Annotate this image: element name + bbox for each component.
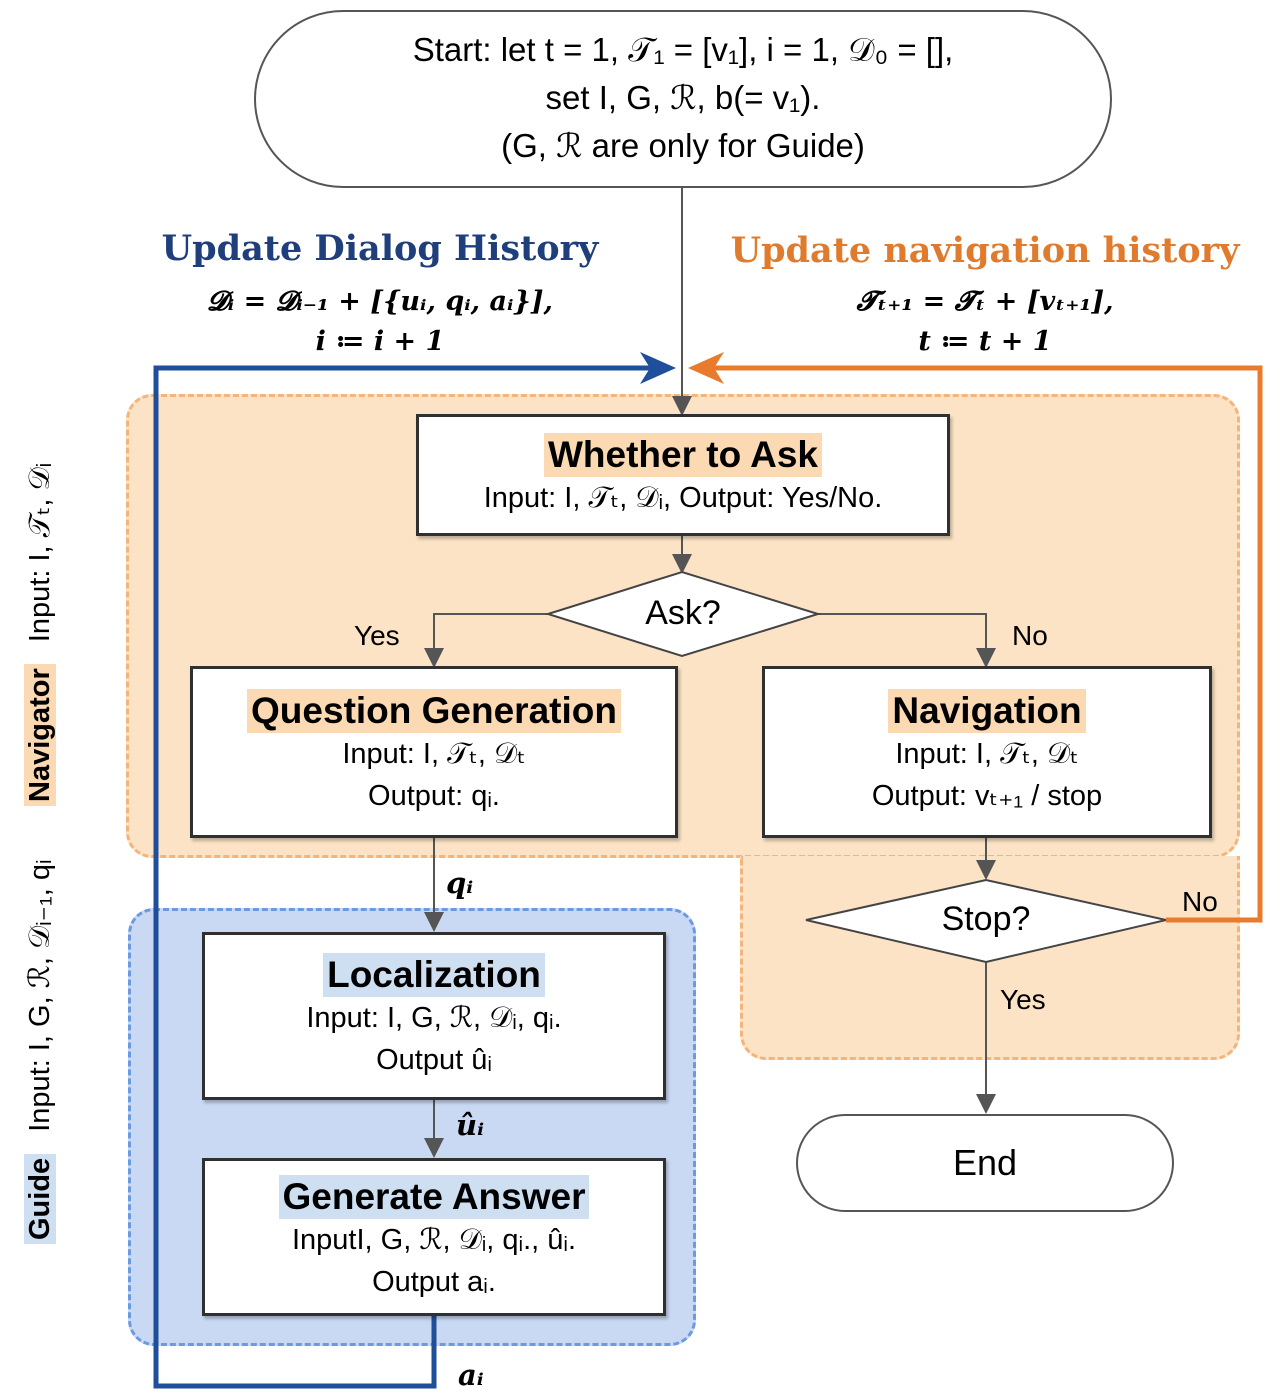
end-node: End: [796, 1114, 1174, 1212]
guide-side-input: Input: I, G, ℛ, 𝒟ᵢ₋₁, qᵢ: [24, 859, 56, 1132]
nav-update-title: Update navigation history: [730, 230, 1240, 271]
ask-label: Ask?: [645, 594, 721, 632]
navigation-box: Navigation Input: I, 𝒯ₜ, 𝒟ₜ Output: vₜ₊₁…: [762, 666, 1212, 838]
stop-yes-label: Yes: [1000, 984, 1046, 1015]
ask-yes-label: Yes: [354, 620, 400, 651]
ask-diamond: [544, 570, 822, 658]
question-generation-output: Output: qᵢ.: [368, 780, 500, 812]
whether-to-ask-title: Whether to Ask: [544, 433, 822, 477]
guide-side-label: Guide Input: I, G, ℛ, 𝒟ᵢ₋₁, qᵢ: [22, 859, 57, 1244]
navigator-side-name: Navigator: [24, 664, 56, 806]
whether-to-ask-io: Input: I, 𝒯ₜ, 𝒟ᵢ, Output: Yes/No.: [483, 482, 883, 514]
start-line-2: set I, G, ℛ, b(= v₁).: [545, 79, 821, 116]
whether-to-ask-box: Whether to Ask Input: I, 𝒯ₜ, 𝒟ᵢ, Output:…: [416, 414, 950, 536]
question-generation-title: Question Generation: [247, 689, 621, 733]
nav-update-formula: 𝓣ₜ₊₁ = 𝓣ₜ + [vₜ₊₁],: [856, 286, 1114, 317]
generate-answer-box: Generate Answer InputI, G, ℛ, 𝒟ᵢ, qᵢ., û…: [202, 1158, 666, 1316]
stop-no-label: No: [1182, 886, 1218, 917]
end-label: End: [952, 1142, 1018, 1183]
question-generation-box: Question Generation Input: I, 𝒯ₜ, 𝒟ₜ Out…: [190, 666, 678, 838]
start-node: Start: let t = 1, 𝒯₁ = [v₁], i = 1, 𝒟₀ =…: [254, 10, 1112, 188]
navigation-output: Output: vₜ₊₁ / stop: [871, 780, 1103, 812]
start-line-3: (G, ℛ are only for Guide): [501, 127, 865, 164]
dialog-update-formula: 𝓓ᵢ = 𝓓ᵢ₋₁ + [{uᵢ, qᵢ, aᵢ}],: [207, 286, 553, 317]
edge-label-a: aᵢ: [458, 1358, 484, 1392]
navigator-side-label: Navigator Input: I, 𝒯ₜ, 𝒟ᵢ: [22, 463, 57, 806]
edge-label-u: ûᵢ: [456, 1108, 485, 1142]
navigation-input: Input: I, 𝒯ₜ, 𝒟ₜ: [895, 738, 1079, 770]
navigation-title: Navigation: [888, 689, 1086, 733]
generate-answer-input: InputI, G, ℛ, 𝒟ᵢ, qᵢ., ûᵢ.: [291, 1224, 576, 1256]
generate-answer-output: Output aᵢ.: [372, 1266, 496, 1298]
dialog-update-title: Update Dialog History: [161, 228, 599, 269]
localization-input: Input: I, G, ℛ, 𝒟ᵢ, qᵢ.: [306, 1002, 562, 1034]
edge-label-q: qᵢ: [446, 866, 474, 900]
localization-box: Localization Input: I, G, ℛ, 𝒟ᵢ, qᵢ. Out…: [202, 932, 666, 1100]
dialog-update-increment: i ≔ i + 1: [315, 326, 445, 357]
localization-output: Output ûᵢ: [376, 1044, 492, 1076]
ask-no-label: No: [1012, 620, 1048, 651]
start-line-1: Start: let t = 1, 𝒯₁ = [v₁], i = 1, 𝒟₀ =…: [412, 31, 954, 68]
guide-side-name: Guide: [24, 1153, 56, 1244]
question-generation-input: Input: I, 𝒯ₜ, 𝒟ₜ: [342, 738, 526, 770]
navigator-side-input: Input: I, 𝒯ₜ, 𝒟ᵢ: [24, 462, 56, 643]
localization-title: Localization: [323, 953, 545, 997]
generate-answer-title: Generate Answer: [278, 1175, 590, 1219]
stop-label: Stop?: [941, 900, 1031, 938]
nav-update-increment: t ≔ t + 1: [918, 326, 1052, 357]
